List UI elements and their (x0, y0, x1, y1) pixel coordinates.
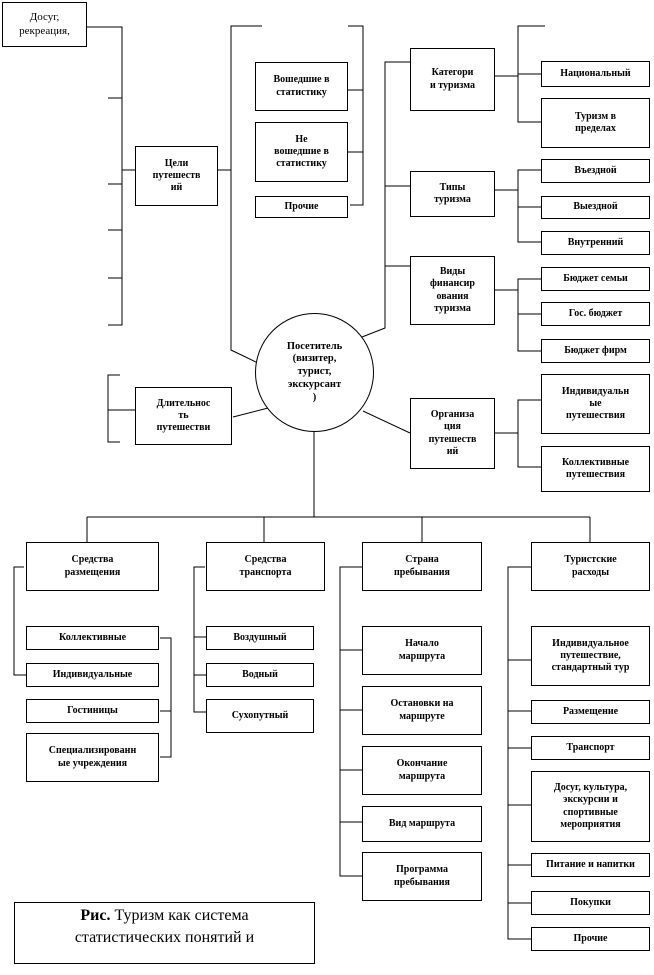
exp-individual-box: Индивидуальное путешествие, стандартный … (531, 626, 650, 686)
financing-box: Виды финансир ования туризма (410, 256, 495, 325)
route-end-box: Окончание маршрута (362, 746, 482, 795)
other-top-box: Прочие (255, 196, 348, 218)
route-start-box: Начало маршрута (362, 626, 482, 675)
tr-water-box: Водный (206, 663, 314, 687)
not-official-stats-box: Не вошедшие в статистику (255, 122, 348, 182)
tr-air-box: Воздушный (206, 626, 314, 650)
figure-caption: Рис. Туризм как система статистических п… (14, 902, 315, 964)
budget-state-box: Гос. бюджет (541, 302, 650, 326)
exp-transport-box: Транспорт (531, 736, 650, 760)
budget-family-box: Бюджет семьи (541, 267, 650, 291)
accommodation-box: Средства размещения (26, 542, 159, 591)
budget-firm-box: Бюджет фирм (541, 339, 650, 363)
exp-food-box: Питание и напитки (531, 853, 650, 877)
route-type-box: Вид маршрута (362, 806, 482, 842)
tourism-category-box: Категори и туризма (410, 48, 495, 111)
individual-travel-box: Индивидуальн ые путешествия (541, 374, 650, 434)
acc-hotels-box: Гостиницы (26, 699, 159, 723)
tourism-types-box: Типы туризма (410, 171, 495, 217)
transport-box: Средства транспорта (206, 542, 325, 591)
leisure-box: Досуг, рекреация, (2, 2, 87, 47)
tr-land-box: Сухопутный (206, 699, 314, 733)
route-stops-box: Остановки на маршруте (362, 686, 482, 735)
country-box: Страна пребывания (362, 542, 482, 591)
tourism-within-box: Туризм в пределах (541, 98, 650, 148)
exp-shopping-box: Покупки (531, 891, 650, 915)
caption-label: Рис. (80, 907, 111, 924)
exp-other-box: Прочие (531, 927, 650, 951)
exp-leisure-box: Досуг, культура, экскурсии и спортивные … (531, 771, 650, 842)
exp-accommodation-box: Размещение (531, 700, 650, 724)
official-stats-box: Вошедшие в статистику (255, 62, 348, 111)
duration-box: Длительнос ть путешестви (135, 387, 232, 445)
acc-collective-box: Коллективные (26, 626, 159, 650)
domestic-box: Внутренний (541, 231, 650, 255)
organization-box: Организа ция путешеств ий (410, 398, 495, 469)
outbound-box: Въездной (541, 159, 650, 183)
stay-program-box: Программа пребывания (362, 852, 482, 901)
expenses-box: Туристские расходы (531, 542, 650, 591)
national-box: Национальный (541, 61, 650, 87)
purposes-box: Цели путешеств ий (135, 146, 218, 206)
acc-special-box: Специализированн ые учреждения (26, 733, 159, 782)
collective-travel-box: Коллективные путешествия (541, 446, 650, 492)
caption-text: Туризм как система статистических поняти… (74, 907, 255, 946)
inbound-box: Выездной (541, 196, 650, 219)
acc-individual-box: Индивидуальные (26, 663, 159, 687)
visitor-circle: Посетитель (визитер, турист, экскурсант … (255, 313, 374, 432)
